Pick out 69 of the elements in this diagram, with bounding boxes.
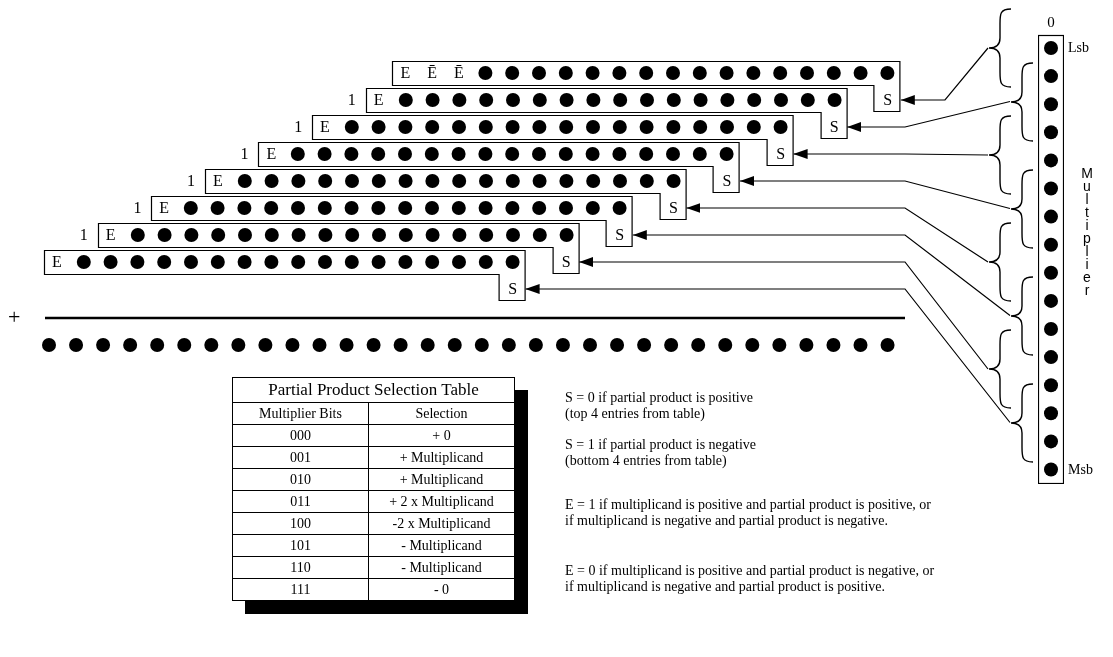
bit-label: E <box>158 198 171 218</box>
selection-value: - Multiplicand <box>368 534 515 557</box>
carry-bit-label: 1 <box>186 171 196 191</box>
selection-value: + Multiplicand <box>368 446 515 469</box>
curly-brace <box>1010 168 1034 249</box>
bit-label: Ē <box>453 63 465 83</box>
bit-label: 0 <box>1046 13 1056 32</box>
partial-product-row <box>44 250 526 301</box>
arrow <box>632 230 1011 317</box>
bit-label: Ē <box>426 63 439 83</box>
bit-pattern: 001 <box>232 446 369 469</box>
bit-label: E <box>265 144 278 164</box>
curly-brace <box>988 222 1012 302</box>
arrow <box>739 176 1011 210</box>
carry-bit-label: 1 <box>239 144 250 164</box>
curly-brace <box>988 8 1012 88</box>
bit-label: S <box>882 90 894 110</box>
arrow <box>793 149 989 159</box>
bit-order-label: Msb <box>1068 462 1093 478</box>
bit-label: E <box>211 171 224 191</box>
bit-label: S <box>667 198 679 218</box>
bit-pattern: 100 <box>232 512 369 535</box>
note-text: E = 0 if multiplicand is positive and partial product is negative, or if multiplicand is negative and partial product is positive. <box>565 563 936 595</box>
table-title: Partial Product Selection Table <box>232 377 515 403</box>
curly-brace <box>1010 275 1034 356</box>
note-text: S = 0 if partial product is positive (top 4 entries from table) <box>565 390 754 422</box>
selection-value: + 0 <box>368 424 515 447</box>
register-label: Multiplier <box>1080 165 1094 295</box>
selection-value: + 2 x Multiplicand <box>368 490 515 513</box>
arrow <box>846 100 1011 132</box>
carry-bit-label: 1 <box>78 225 89 245</box>
bit-label: S <box>828 117 840 137</box>
bit-order-label: Lsb <box>1068 40 1089 56</box>
carry-bit-label: 1 <box>346 90 357 110</box>
bit-label: E <box>319 117 331 137</box>
column-header: Selection <box>368 402 515 425</box>
note-text: S = 1 if partial product is negative (bottom 4 entries from table) <box>565 437 758 469</box>
bit-pattern: 111 <box>232 578 369 601</box>
curly-brace <box>988 115 1012 195</box>
bit-pattern: 000 <box>232 424 369 447</box>
bit-label: S <box>507 279 519 299</box>
bit-label: S <box>614 225 626 245</box>
bit-label: E <box>51 252 63 272</box>
curly-brace <box>1010 382 1034 463</box>
bit-label: E <box>399 63 412 83</box>
carry-bit-label: 1 <box>132 198 143 218</box>
curly-brace <box>988 329 1012 409</box>
note-text: E = 1 if multiplicand is positive and partial product is positive, or if multiplicand is negative and partial product is negative. <box>565 497 932 529</box>
column-header: Multiplier Bits <box>232 402 369 425</box>
arrow <box>525 284 1011 424</box>
curly-brace <box>1010 61 1034 142</box>
bit-pattern: 011 <box>232 490 369 513</box>
bit-label: E <box>104 225 117 245</box>
arrow <box>685 203 989 263</box>
selection-value: - Multiplicand <box>368 556 515 579</box>
selection-value: -2 x Multiplicand <box>368 512 515 535</box>
arrow <box>578 257 989 370</box>
bit-label: S <box>721 171 733 191</box>
bit-pattern: 101 <box>232 534 369 557</box>
bit-label: E <box>372 90 385 110</box>
bit-pattern: 010 <box>232 468 369 491</box>
selection-value: - 0 <box>368 578 515 601</box>
arrow <box>900 47 989 105</box>
bit-pattern: 110 <box>232 556 369 579</box>
bit-label: S <box>775 144 787 164</box>
plus-sign: + <box>8 305 21 329</box>
bit-label: S <box>560 252 572 272</box>
selection-value: + Multiplicand <box>368 468 515 491</box>
carry-bit-label: 1 <box>293 117 304 137</box>
